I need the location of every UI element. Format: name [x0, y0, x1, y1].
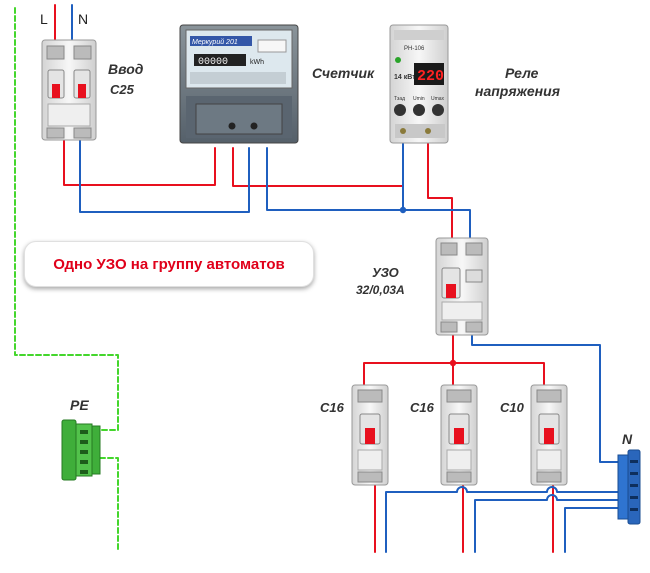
meter-unit: kWh [250, 59, 264, 66]
breaker-3-rating: C10 [500, 400, 525, 415]
input-breaker-title: Ввод [108, 61, 144, 77]
neutral-bus-label: N [622, 431, 633, 447]
relay-knob-label-1: Тзад [394, 96, 405, 102]
relay-model: РН-106 [404, 46, 425, 52]
pe-wires [14, 7, 119, 553]
relay-label-line1: Реле [505, 65, 539, 81]
callout-note: Одно УЗО на группу автоматов [24, 241, 314, 287]
pe-bus-bar [61, 419, 101, 481]
relay-knob-label-2: Umin [413, 96, 425, 102]
relay-label-line2: напряжения [475, 83, 560, 99]
neutral-top-label: N [78, 11, 88, 27]
breaker-3 [530, 384, 568, 486]
relay-knob-label-3: Umax [431, 96, 445, 102]
neutral-bus-bar [617, 449, 641, 525]
breaker-1-rating: C16 [320, 400, 345, 415]
neutral-wires [71, 4, 619, 553]
breaker-1 [351, 384, 389, 486]
meter-label: Счетчик [312, 65, 375, 81]
meter-digits: 00000 [198, 57, 228, 68]
breaker-2 [440, 384, 478, 486]
pe-bus-label: PE [70, 397, 89, 413]
relay-display: 220 [417, 68, 444, 85]
rcd-title: УЗО [372, 265, 399, 280]
line-label: L [40, 11, 48, 27]
breaker-2-rating: C16 [410, 400, 435, 415]
voltage-relay: РН-106 14 кВт 220 Тзад Umin Umax [389, 24, 449, 144]
rcd-rating: 32/0,03A [356, 283, 405, 297]
input-breaker-rating: C25 [110, 82, 135, 97]
electricity-meter: Меркурий 201 00000 kWh [179, 24, 299, 144]
phase-wires [54, 4, 554, 553]
meter-brand: Меркурий 201 [192, 38, 238, 46]
relay-power: 14 кВт [394, 74, 416, 81]
rcd [435, 237, 489, 336]
input-breaker [41, 39, 97, 141]
